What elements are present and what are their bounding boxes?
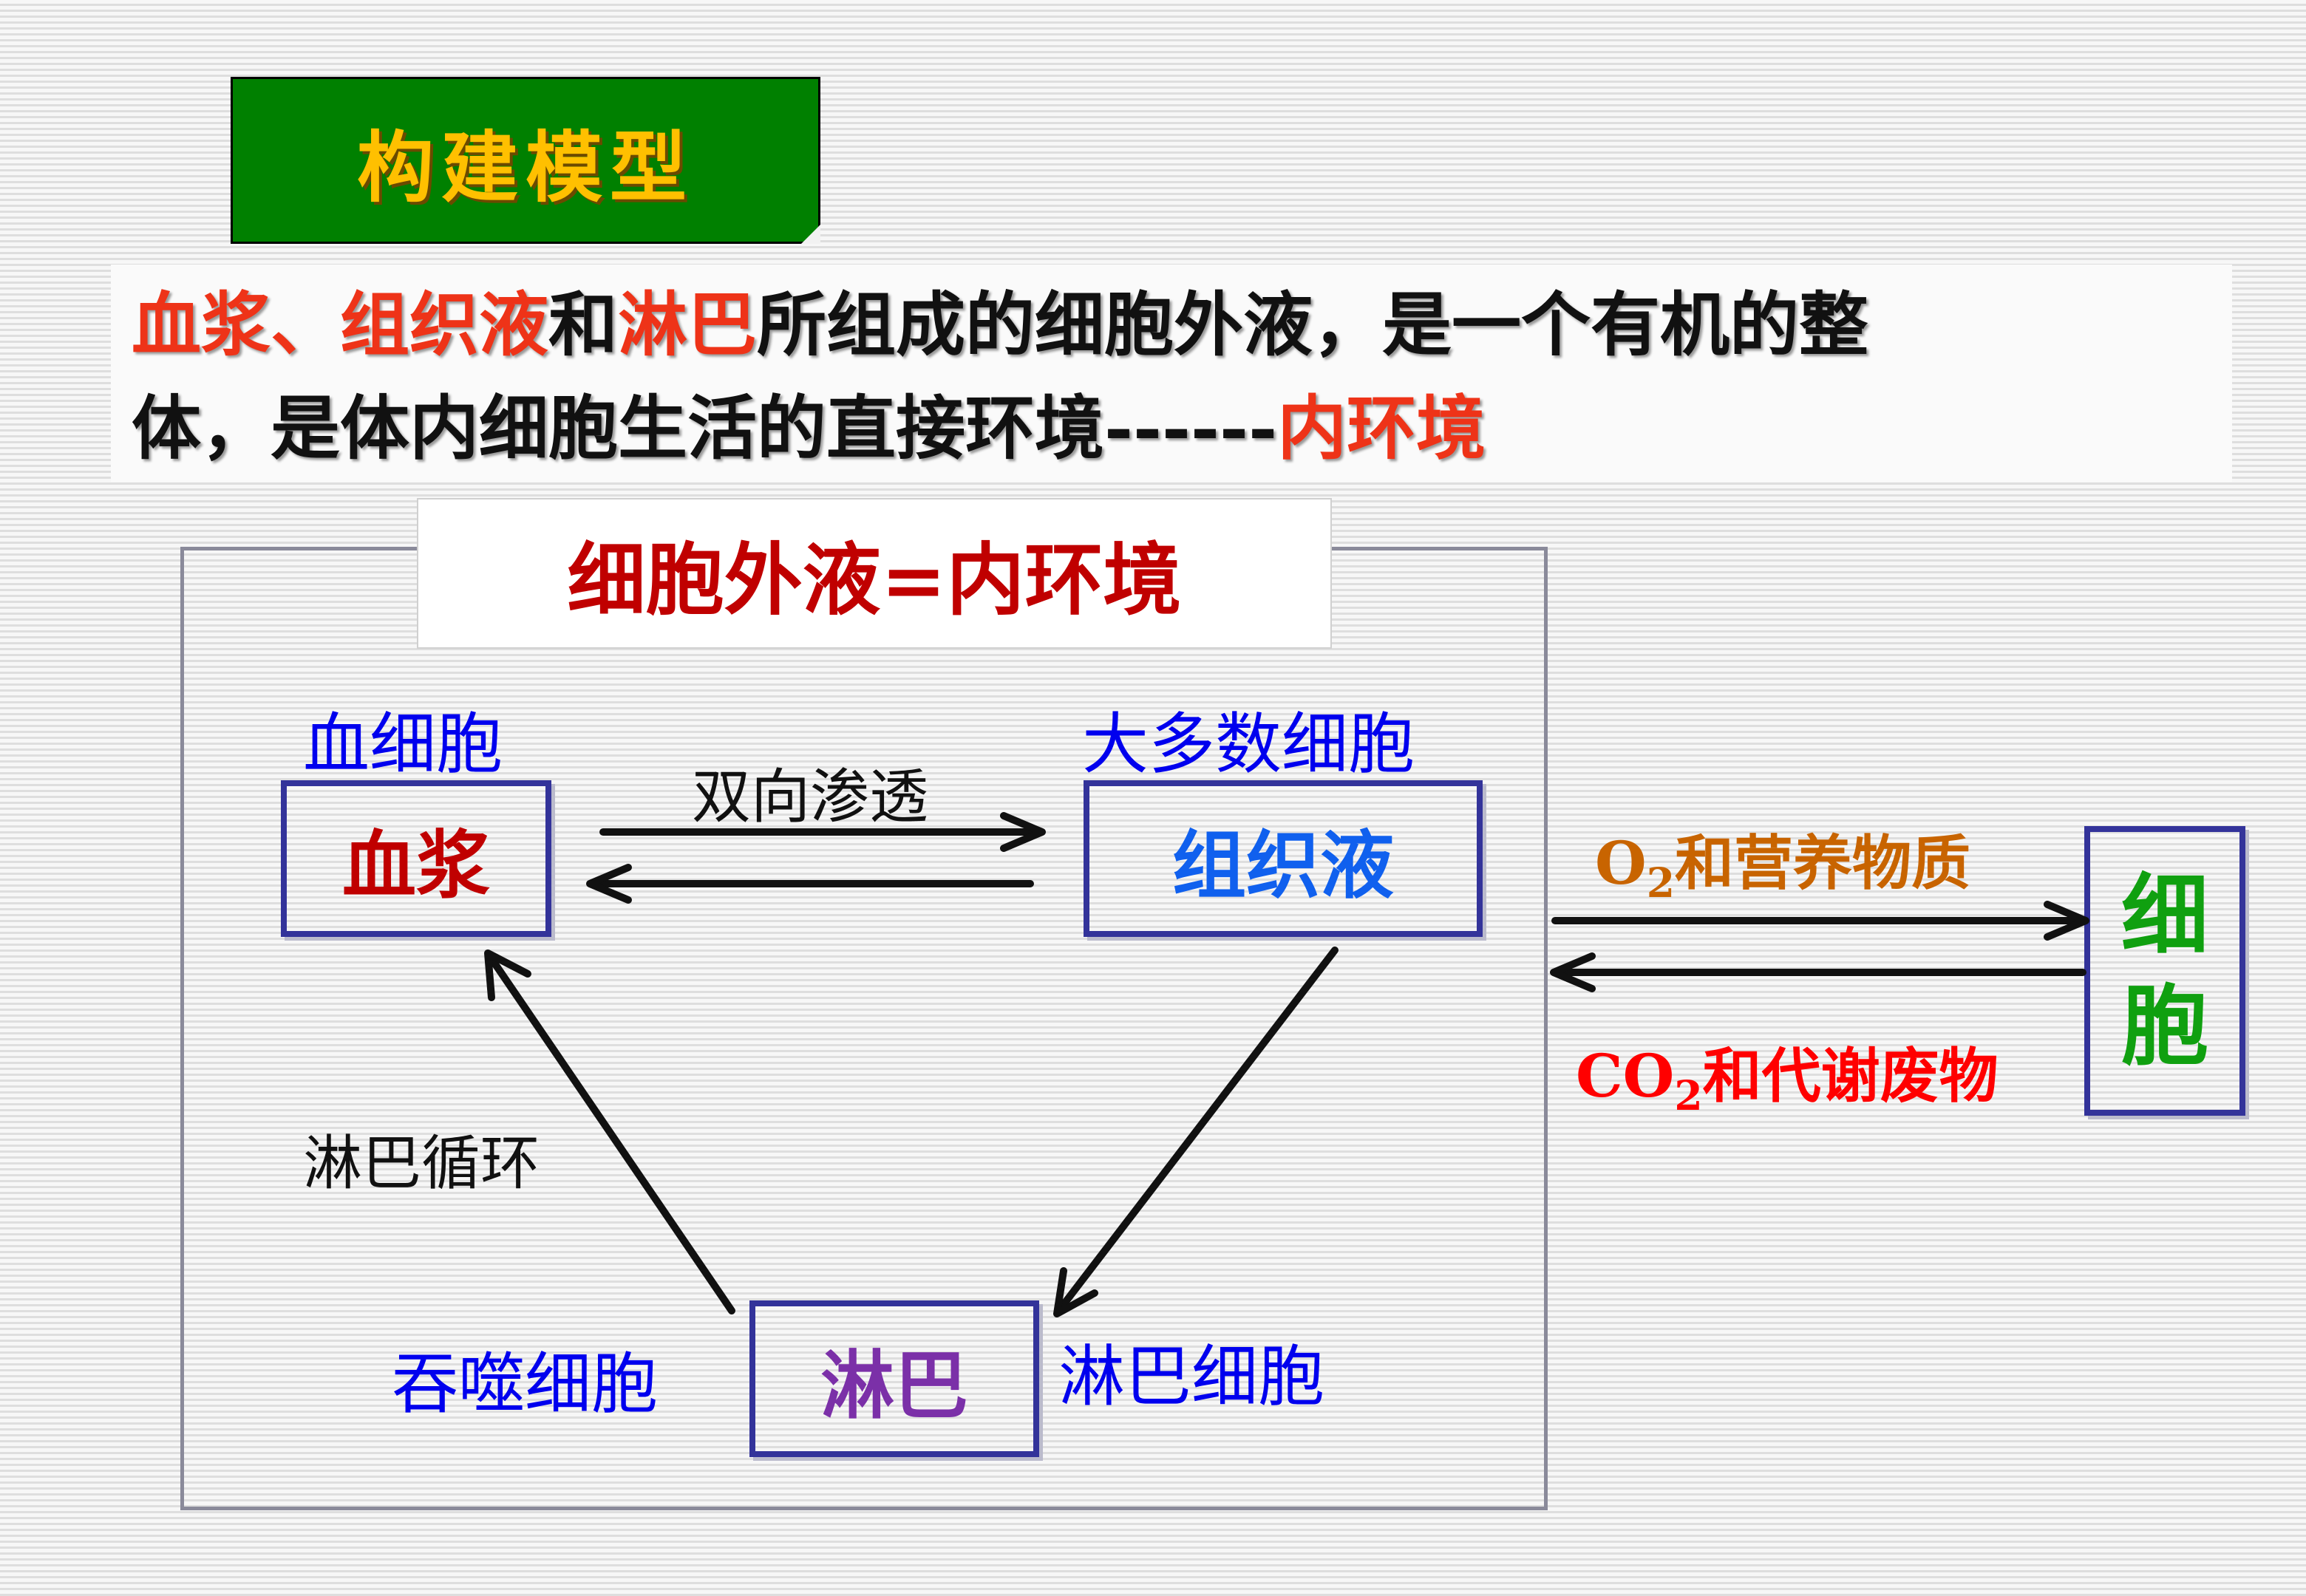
- tissue-fluid-node: 组织液: [1084, 780, 1483, 937]
- title-text: 构建模型: [356, 122, 694, 213]
- plasma-node: 血浆: [281, 780, 551, 937]
- lymph-circulation-label: 淋巴循环: [303, 1129, 540, 1198]
- cell-node: 细 胞: [2084, 826, 2245, 1116]
- paragraph-segment: 淋巴: [618, 284, 758, 366]
- cell-label-char-1: 细: [2120, 864, 2208, 966]
- arrow-lymph-to-plasma: [487, 954, 735, 1314]
- arrow-tissue-to-lymph: [1056, 947, 1339, 1313]
- paragraph-segment: 所组成的细胞外液，是一个有机的整: [757, 284, 1869, 366]
- paragraph-segment: 血浆、组织液: [132, 284, 549, 366]
- paragraph-segment: 体，是体内细胞生活的直接环境------: [132, 388, 1278, 469]
- bidirectional-osmosis-label: 双向渗透: [692, 763, 928, 831]
- paragraph-background: [111, 265, 2232, 482]
- co2-suffix: 和代谢废物: [1702, 1041, 1999, 1111]
- oxygen-nutrients-label: O2和营养物质: [1595, 816, 1970, 907]
- most-cells-label: 大多数细胞: [1082, 706, 1415, 783]
- paragraph-line-2: 体，是体内细胞生活的直接环境------内环境: [132, 377, 2245, 480]
- diagram-heading-box: 细胞外液=内环境: [417, 498, 1332, 649]
- lymph-node: 淋巴: [749, 1300, 1039, 1457]
- arrowhead-tissue-to-plasma: [586, 864, 632, 904]
- paragraph-segment: 和: [548, 284, 619, 366]
- lymphocytes-label: 淋巴细胞: [1058, 1338, 1324, 1416]
- lymph-label: 淋巴: [820, 1342, 968, 1429]
- arrowhead-tissue-to-lymph: [1053, 1267, 1098, 1317]
- phagocytes-label: 吞噬细胞: [392, 1346, 658, 1423]
- arrowhead-cell-to-tissue: [1550, 952, 1596, 992]
- o2-subscript: 2: [1646, 859, 1675, 907]
- co2-subscript: 2: [1674, 1071, 1703, 1119]
- tissue-fluid-label: 组织液: [1172, 822, 1394, 909]
- arrowhead-plasma-to-tissue: [1000, 812, 1046, 852]
- diagram-heading: 细胞外液=内环境: [567, 533, 1182, 626]
- blood-cells-label: 血细胞: [303, 706, 503, 783]
- arrowhead-tissue-to-cell: [2044, 901, 2089, 941]
- paragraph-line-1: 血浆、组织液和淋巴所组成的细胞外液，是一个有机的整: [132, 273, 2245, 377]
- co2-waste-label: CO2和代谢废物: [1576, 1029, 1999, 1119]
- definition-paragraph: 血浆、组织液和淋巴所组成的细胞外液，是一个有机的整 体，是体内细胞生活的直接环境…: [132, 273, 2245, 480]
- co2-prefix: CO: [1576, 1041, 1675, 1111]
- arrowhead-lymph-to-plasma: [484, 949, 531, 1001]
- paragraph-segment: 内环境: [1277, 388, 1486, 469]
- plasma-label: 血浆: [342, 822, 490, 909]
- cell-label-char-2: 胞: [2120, 975, 2208, 1077]
- o2-suffix: 和营养物质: [1674, 828, 1970, 898]
- title-banner: 构建模型: [231, 77, 820, 244]
- o2-prefix: O: [1595, 828, 1647, 898]
